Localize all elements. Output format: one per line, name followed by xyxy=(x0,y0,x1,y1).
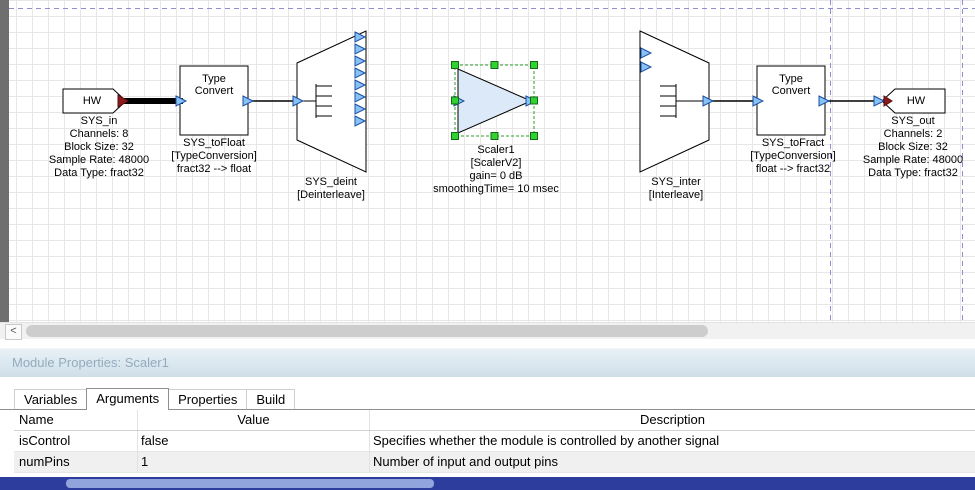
properties-hscrollbar-thumb[interactable] xyxy=(66,479,434,488)
page-guides xyxy=(9,0,975,322)
pin-deint-out-3[interactable] xyxy=(354,55,367,67)
tab-variables[interactable]: Variables xyxy=(14,389,88,409)
selection-handle-ne[interactable] xyxy=(530,61,538,69)
hw-in-channels: Channels: 8 xyxy=(69,128,129,140)
deint-name: SYS_deint xyxy=(305,176,357,188)
schematic-canvas[interactable]: HW SYS_in Channels: 8 Block Size: 32 Sam… xyxy=(0,0,975,322)
hw-in-samplerate: Sample Rate: 48000 xyxy=(48,154,150,166)
type-convert-1-title: Type Convert xyxy=(194,73,234,97)
deinterleave-icon xyxy=(297,84,332,118)
cell-name: numPins xyxy=(14,452,138,472)
table-row[interactable]: isControl false Specifies whether the mo… xyxy=(14,431,975,452)
pin-inter-in-1[interactable] xyxy=(640,47,653,59)
tab-build[interactable]: Build xyxy=(246,389,296,409)
header-description: Description xyxy=(639,412,706,427)
pin-typeconvert2-out[interactable] xyxy=(818,95,831,107)
scaler1-name: Scaler1 xyxy=(477,144,515,156)
selection-handle-sw[interactable] xyxy=(451,132,459,140)
schematic-canvas-svg xyxy=(9,0,975,322)
pin-hwout-in[interactable] xyxy=(873,95,886,107)
inter-class: [Interleave] xyxy=(648,189,704,201)
pin-inter-in-2[interactable] xyxy=(640,61,653,73)
pin-deint-out-2[interactable] xyxy=(354,43,367,55)
interleave-icon xyxy=(660,84,709,118)
hw-out-blocksize: Block Size: 32 xyxy=(878,141,948,153)
hw-in-blocksize: Block Size: 32 xyxy=(64,141,134,153)
pin-deint-in[interactable] xyxy=(292,95,305,107)
type-convert-1-name: SYS_toFloat xyxy=(183,137,245,149)
selection-handle-e[interactable] xyxy=(530,96,538,105)
scaler1-class: [ScalerV2] xyxy=(470,157,522,169)
selection-handle-nw[interactable] xyxy=(451,61,459,69)
canvas-left-edge xyxy=(0,0,9,322)
block-scaler1[interactable] xyxy=(457,68,533,134)
hw-out-channels: Channels: 2 xyxy=(883,128,943,140)
arguments-table: Name Value Description isControl false S… xyxy=(0,410,975,473)
type-convert-2-conversion: float --> fract32 xyxy=(755,163,831,175)
hw-in-datatype: Data Type: fract32 xyxy=(54,167,144,179)
type-convert-2-title: Type Convert xyxy=(771,73,811,97)
scroll-left-icon: < xyxy=(10,325,17,337)
pin-deint-out-1[interactable] xyxy=(354,31,367,43)
module-properties-header: Module Properties: Scaler1 xyxy=(0,348,975,377)
canvas-hscrollbar[interactable]: < xyxy=(0,322,975,340)
pin-deint-out-8[interactable] xyxy=(354,115,367,127)
block-hw-out[interactable] xyxy=(881,88,946,114)
properties-tabs: Variables Arguments Properties Build xyxy=(0,388,975,410)
tab-arguments[interactable]: Arguments xyxy=(86,388,170,410)
pin-typeconvert1-out[interactable] xyxy=(242,95,255,107)
tab-properties[interactable]: Properties xyxy=(168,389,248,409)
hw-out-title: HW xyxy=(906,95,926,107)
hw-in-title: HW xyxy=(82,95,102,107)
type-convert-2-name: SYS_toFract xyxy=(761,137,825,149)
cell-value[interactable]: 1 xyxy=(138,452,370,472)
header-name: Name xyxy=(14,410,138,430)
type-convert-2-class: [TypeConversion] xyxy=(750,150,836,162)
block-pins[interactable] xyxy=(175,31,886,127)
block-type-convert-2[interactable] xyxy=(756,65,826,136)
pin-hwout-in-red[interactable] xyxy=(883,95,893,107)
pin-inter-out[interactable] xyxy=(702,95,715,107)
selection-handle-n[interactable] xyxy=(490,61,499,69)
pin-deint-out-7[interactable] xyxy=(354,103,367,115)
pin-typeconvert2-in[interactable] xyxy=(752,95,765,107)
selection-handle-w[interactable] xyxy=(451,96,459,105)
block-hw-in[interactable] xyxy=(62,88,127,114)
hw-out-name: SYS_out xyxy=(891,115,935,127)
scroll-left-button[interactable]: < xyxy=(5,324,22,340)
hw-in-name: SYS_in xyxy=(80,115,118,127)
properties-hscrollbar[interactable] xyxy=(0,477,975,490)
scaler1-selection[interactable] xyxy=(451,61,538,140)
pin-hwin-out-red[interactable] xyxy=(117,94,129,108)
block-deinterleave[interactable] xyxy=(296,30,367,173)
hw-out-datatype: Data Type: fract32 xyxy=(868,167,958,179)
scaler1-gain: gain= 0 dB xyxy=(469,170,523,182)
inter-name: SYS_inter xyxy=(651,176,701,188)
block-type-convert-1[interactable] xyxy=(179,65,249,136)
block-interleave[interactable] xyxy=(639,30,710,173)
scaler1-smoothing: smoothingTime= 10 msec xyxy=(433,183,559,195)
cell-name: isControl xyxy=(14,431,138,451)
pin-deint-out-4[interactable] xyxy=(354,67,367,79)
table-row[interactable]: numPins 1 Number of input and output pin… xyxy=(14,452,975,473)
pin-deint-out-5[interactable] xyxy=(354,79,367,91)
deint-class: [Deinterleave] xyxy=(297,189,365,201)
canvas-hscrollbar-thumb[interactable] xyxy=(26,325,708,337)
header-value: Value xyxy=(138,410,370,430)
type-convert-1-conversion: fract32 --> float xyxy=(176,163,252,175)
module-properties-title: Module Properties: Scaler1 xyxy=(12,355,169,370)
pin-deint-out-6[interactable] xyxy=(354,91,367,103)
hw-out-samplerate: Sample Rate: 48000 xyxy=(862,154,964,166)
cell-value[interactable]: false xyxy=(138,431,370,451)
table-header-row: Name Value Description xyxy=(14,410,975,431)
selection-handle-se[interactable] xyxy=(530,132,538,140)
cell-description: Specifies whether the module is controll… xyxy=(373,433,720,448)
cell-description: Number of input and output pins xyxy=(373,454,559,469)
selection-handle-s[interactable] xyxy=(490,132,499,140)
pin-typeconvert1-in[interactable] xyxy=(175,95,188,107)
type-convert-1-class: [TypeConversion] xyxy=(171,150,257,162)
